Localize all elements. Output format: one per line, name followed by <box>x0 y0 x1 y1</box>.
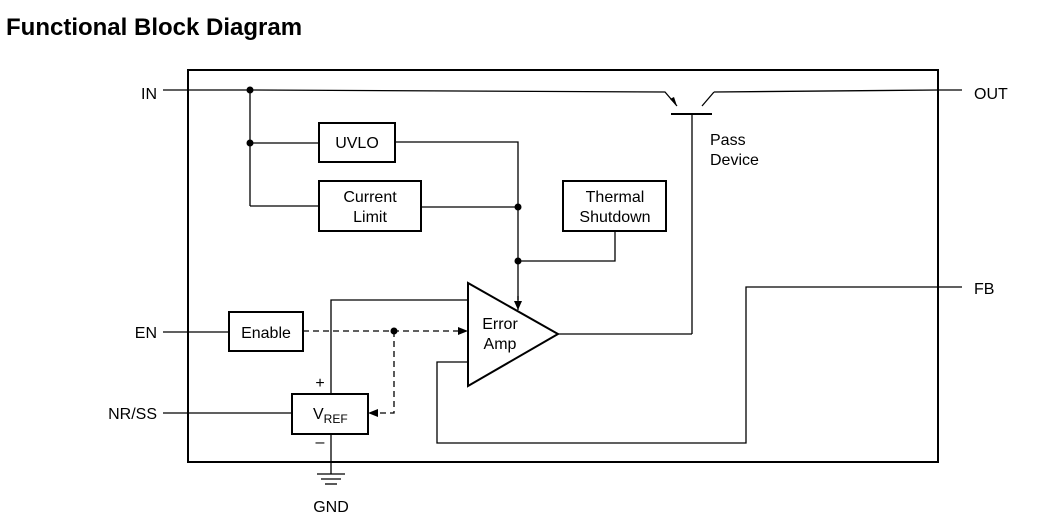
emitter-arrow <box>670 97 677 106</box>
junction-dot <box>514 203 522 211</box>
in-pin-label: IN <box>141 86 157 103</box>
current-limit-label: Limit <box>353 209 387 226</box>
vref-label-sub: REF <box>324 412 348 426</box>
error-amp-label: Error <box>482 316 518 333</box>
error-amp-label: Amp <box>484 336 517 353</box>
vref-minus-sign: – <box>316 434 325 451</box>
control-wires <box>395 141 616 300</box>
thermal-shutdown-block <box>562 180 667 232</box>
ground-symbol <box>317 434 345 485</box>
enable-label: Enable <box>241 325 291 342</box>
pass-device-label: Pass <box>710 132 746 149</box>
vref-enable-arrow <box>368 409 378 417</box>
vref-output-wire <box>330 299 468 394</box>
chip-outline <box>187 69 939 463</box>
enable-block <box>228 311 304 352</box>
fb-pin-label: FB <box>974 281 994 298</box>
uvlo-block <box>318 122 396 163</box>
vref-plus-sign: + <box>315 375 324 392</box>
thermal-shutdown-label: Shutdown <box>579 209 650 226</box>
vref-block <box>291 393 369 435</box>
junction-dot <box>514 257 522 265</box>
junction-dot <box>390 327 398 335</box>
enable-control-wires <box>303 330 458 414</box>
error-amp <box>467 281 561 388</box>
uvlo-label: UVLO <box>335 135 379 152</box>
gnd-pin-label: GND <box>313 499 349 516</box>
nr-ss-pin-label: NR/SS <box>108 406 157 423</box>
pass-device <box>671 89 939 334</box>
junction-dot <box>246 139 254 147</box>
fb-wire <box>436 286 962 444</box>
vref-label: VREF <box>313 406 348 426</box>
out-pin-label: OUT <box>974 86 1008 103</box>
vref-label-main: V <box>313 406 324 423</box>
pass-device-label: Device <box>710 152 759 169</box>
enable-arrow <box>458 327 468 335</box>
page-title: Functional Block Diagram <box>6 14 303 41</box>
current-limit-block <box>318 180 422 232</box>
en-pin-label: EN <box>135 325 157 342</box>
junction-dot <box>246 86 254 94</box>
current-limit-label: Current <box>343 189 397 206</box>
thermal-shutdown-label: Thermal <box>586 189 645 206</box>
